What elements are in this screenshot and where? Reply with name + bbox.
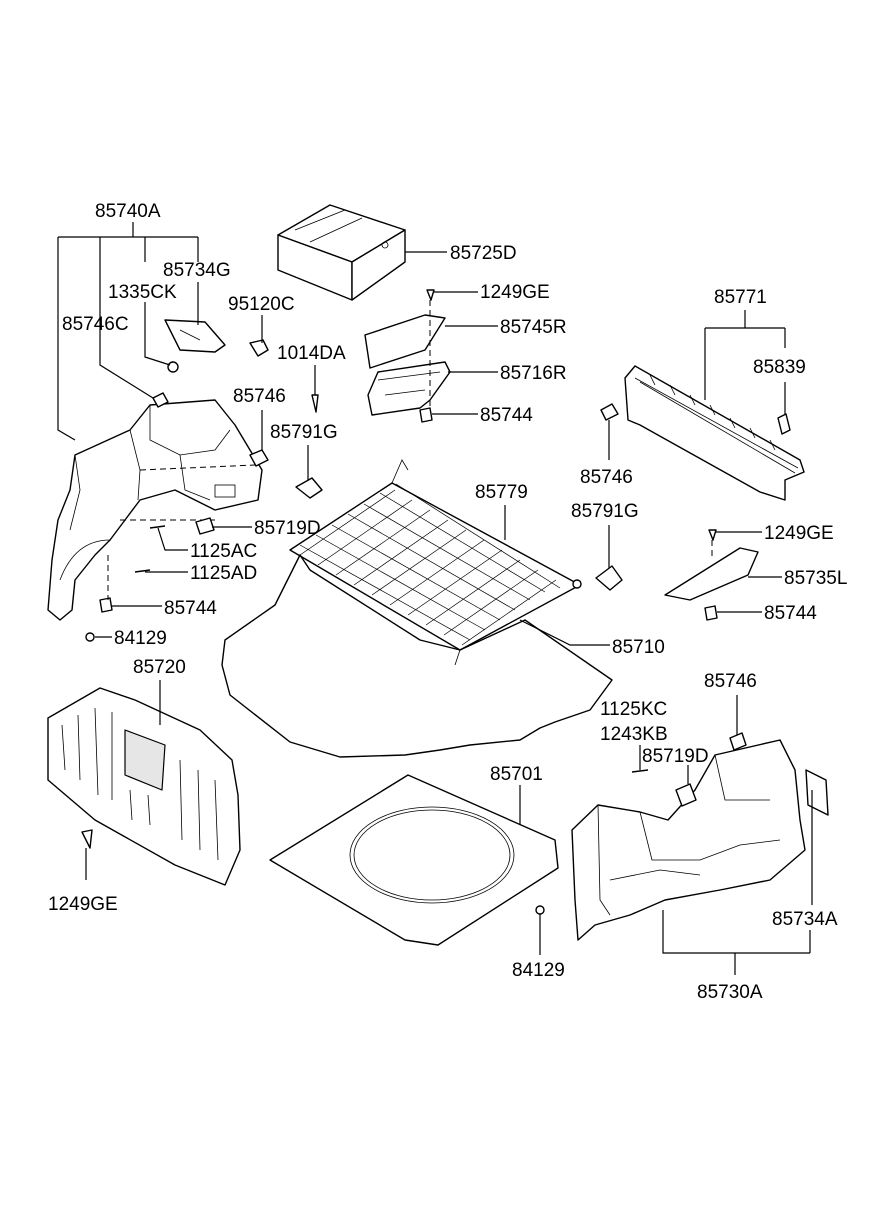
- clip-95120C: [249, 339, 269, 357]
- cover-85745R: [364, 314, 446, 369]
- screw-1249GE-top: [426, 289, 435, 301]
- clip-1335CK: [167, 361, 179, 373]
- label-85735L: 85735L: [784, 568, 847, 589]
- label-85746C: 85746C: [62, 314, 129, 335]
- label-85746-mid: 85746: [580, 467, 633, 488]
- label-85744-right: 85744: [764, 603, 817, 624]
- label-95120C: 95120C: [228, 294, 295, 315]
- label-85746-left: 85746: [233, 386, 286, 407]
- clip-85746-left: [249, 449, 269, 467]
- label-85716R: 85716R: [500, 363, 567, 384]
- label-85771: 85771: [714, 287, 767, 308]
- leader-lines: [57, 222, 813, 975]
- label-85745R: 85745R: [500, 317, 567, 338]
- label-85734A: 85734A: [772, 909, 838, 930]
- screw-1125AD: [134, 569, 151, 573]
- clip-85746-right: [729, 732, 747, 751]
- nut-85744-top: [419, 407, 433, 423]
- rear-transverse-panel-85771: [624, 365, 805, 501]
- cover-85735L: [664, 547, 759, 601]
- label-85791G-right: 85791G: [571, 501, 639, 522]
- clip-85791G-right: [595, 565, 623, 591]
- label-85710: 85710: [612, 637, 665, 658]
- gasket-85734A: [805, 769, 829, 816]
- label-1125KC: 1125KC: [600, 699, 667, 720]
- nut-85744-left: [99, 597, 113, 613]
- label-1249GE-right: 1249GE: [764, 523, 834, 544]
- clip-85839: [777, 413, 791, 435]
- label-85740A: 85740A: [95, 201, 161, 222]
- part-labels: 85740A 85734G 1335CK 85746C 95120C 85725…: [48, 201, 847, 1003]
- clip-85746C: [152, 392, 169, 408]
- spare-tire-cover-85701: [269, 774, 559, 946]
- label-84129-right: 84129: [512, 960, 565, 981]
- plug-84129-left: [85, 632, 95, 642]
- storage-box-85725D: [277, 204, 406, 301]
- clip-85791G-left: [295, 477, 323, 499]
- bracket-85716R: [367, 361, 451, 416]
- label-85720: 85720: [133, 657, 186, 678]
- plug-84129-right: [535, 905, 545, 915]
- label-1249GE-top: 1249GE: [480, 282, 550, 303]
- screw-1125KC: [631, 769, 649, 773]
- clip-85719D-left: [195, 517, 215, 535]
- label-1014DA: 1014DA: [277, 343, 346, 364]
- floor-mat-85710: [221, 554, 613, 758]
- label-1335CK: 1335CK: [108, 282, 177, 303]
- label-1249GE-left: 1249GE: [48, 894, 118, 915]
- label-85744-left: 85744: [164, 598, 217, 619]
- label-1243KB: 1243KB: [600, 724, 668, 745]
- nut-85744-right: [704, 605, 718, 621]
- label-85725D: 85725D: [450, 243, 517, 264]
- label-85734G: 85734G: [163, 260, 231, 281]
- clip-85746-mid: [600, 403, 619, 421]
- label-85744-top: 85744: [480, 405, 533, 426]
- label-85779: 85779: [475, 482, 528, 503]
- label-84129-left: 84129: [114, 628, 167, 649]
- clip-85719D-right: [675, 783, 697, 807]
- right-side-trim-85730A: [571, 739, 806, 941]
- label-85701: 85701: [490, 764, 543, 785]
- label-85730A: 85730A: [697, 982, 763, 1003]
- label-85746-right: 85746: [704, 671, 757, 692]
- label-1125AD: 1125AD: [190, 563, 257, 584]
- screw-1125AC: [149, 525, 166, 529]
- label-1125AC: 1125AC: [190, 541, 257, 562]
- screw-1249GE-left: [81, 829, 93, 849]
- left-side-trim-85740A: [47, 399, 263, 621]
- cargo-net-85779: [289, 459, 582, 666]
- label-85791G-left: 85791G: [270, 422, 338, 443]
- label-85719D-right: 85719D: [642, 746, 709, 767]
- label-85719D-left: 85719D: [254, 518, 321, 539]
- screw-1249GE-right: [708, 529, 717, 541]
- label-85839: 85839: [753, 357, 806, 378]
- trunk-side-panel-85720: [47, 687, 241, 886]
- clip-85734G: [164, 319, 226, 353]
- bolt-1014DA: [311, 394, 319, 413]
